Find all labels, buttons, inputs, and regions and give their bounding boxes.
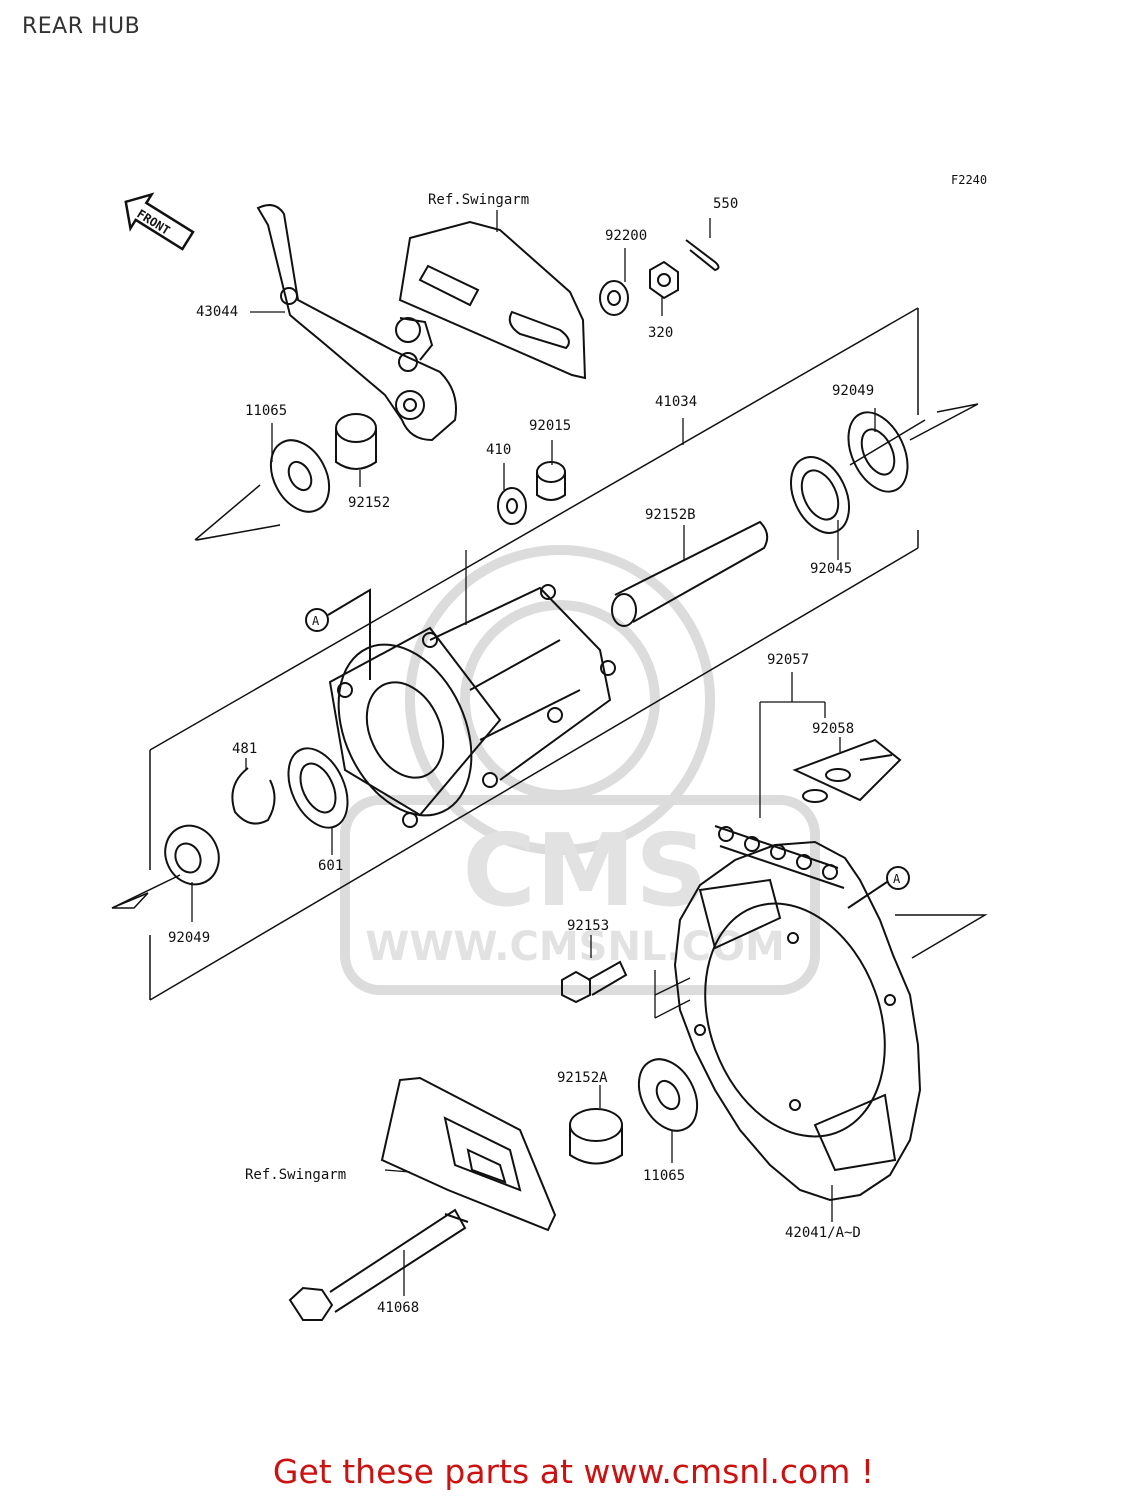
label-92015: 92015	[529, 418, 571, 434]
nut-320-center	[657, 273, 671, 287]
oil-seal-92049-top-inner	[860, 428, 896, 476]
front-arrow-icon	[124, 192, 195, 251]
bearing-92045	[789, 456, 851, 534]
label-41068: 41068	[377, 1300, 419, 1316]
sleeve-92152A	[569, 1108, 623, 1165]
bearing-92045-inner	[800, 469, 840, 521]
washer-410-hole	[506, 498, 518, 514]
axle-41068	[288, 1208, 469, 1321]
label-481: 481	[232, 741, 257, 757]
label-550: 550	[713, 196, 738, 212]
label-ref-swingarm-bottom: Ref.Swingarm	[245, 1167, 346, 1183]
washer-92200-hole	[607, 290, 621, 306]
label-ref-swingarm-top: Ref.Swingarm	[428, 192, 529, 208]
label-92045: 92045	[810, 561, 852, 577]
nut-92015	[536, 461, 566, 501]
label-11065-top: 11065	[245, 403, 287, 419]
washer-410	[497, 487, 527, 525]
washer-92200	[599, 280, 629, 316]
spacer-92152B	[611, 520, 769, 627]
label-42041: 42041/A~D	[785, 1225, 861, 1241]
label-92049-top: 92049	[832, 383, 874, 399]
page-title: REAR HUB	[22, 14, 141, 39]
label-92057: 92057	[767, 652, 809, 668]
label-92152A: 92152A	[557, 1070, 608, 1086]
parts-diagram: CMS WWW.CMSNL.COM FRONT	[111, 173, 988, 1321]
bracket-lines	[111, 307, 988, 1001]
chain-92057	[714, 825, 845, 889]
label-92152: 92152	[348, 495, 390, 511]
callout-marker-a-right	[847, 866, 910, 909]
sleeve-92152	[335, 413, 377, 470]
figure-code: F2240	[951, 173, 987, 187]
label-92152B: 92152B	[645, 507, 696, 523]
label-43044: 43044	[196, 304, 238, 320]
leader-lines	[191, 210, 876, 1296]
collar-11065-top-hole	[287, 460, 313, 492]
label-410: 410	[486, 442, 511, 458]
label-601: 601	[318, 858, 343, 874]
label-92153: 92153	[567, 918, 609, 934]
label-92058: 92058	[812, 721, 854, 737]
nut-320	[649, 260, 679, 300]
callout-a-right-label: A	[893, 872, 901, 886]
collar-11065-top	[269, 439, 331, 513]
callout-marker-a-left	[305, 588, 371, 680]
label-320: 320	[648, 325, 673, 341]
watermark-logo: CMS	[463, 812, 708, 929]
hub-body	[328, 584, 616, 828]
bearing-601	[287, 747, 349, 829]
chain-joint-92058	[792, 738, 902, 803]
footer-link[interactable]: Get these parts at www.cmsnl.com !	[272, 1452, 875, 1491]
label-41034: 41034	[655, 394, 697, 410]
collar-11065-bottom-hole	[655, 1079, 681, 1111]
bolt-92153	[561, 960, 628, 1004]
circlip-481	[231, 767, 276, 825]
swingarm-top	[398, 220, 587, 380]
torque-link-43044	[256, 204, 457, 442]
oil-seal-92049-bottom	[164, 824, 220, 886]
cotter-pin-550	[685, 239, 720, 272]
sprocket-42041	[673, 840, 922, 1202]
bearing-601-inner	[299, 762, 337, 814]
callout-a-left-label: A	[312, 614, 320, 628]
label-92200: 92200	[605, 228, 647, 244]
label-11065-bottom: 11065	[643, 1168, 685, 1184]
oil-seal-92049-bottom-inner	[174, 842, 202, 874]
oil-seal-92049-top	[847, 411, 909, 493]
label-92049-bottom: 92049	[168, 930, 210, 946]
swingarm-bottom	[380, 1076, 557, 1232]
watermark	[340, 545, 820, 995]
collar-11065-bottom	[637, 1058, 699, 1132]
